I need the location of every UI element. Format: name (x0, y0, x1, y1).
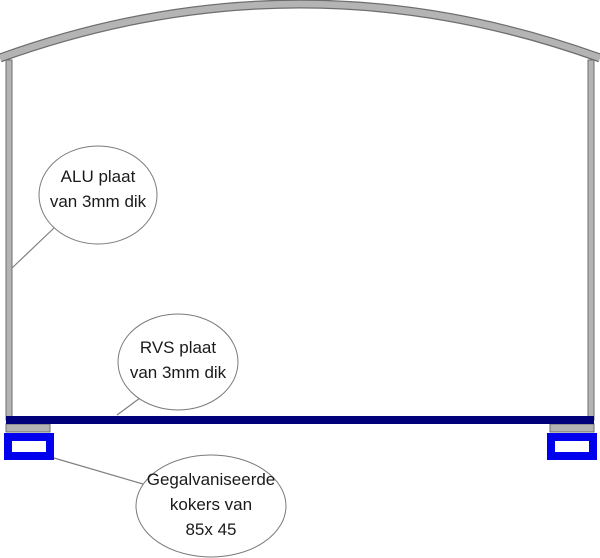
rvs-callout-bubble (117, 313, 239, 411)
koker-right-inner (555, 441, 589, 452)
alu-callout: ALU plaat van 3mm dik (38, 145, 158, 245)
alu-callout-line1: ALU plaat (61, 167, 136, 186)
support-left (5, 423, 51, 433)
alu-leader-line (11, 227, 55, 269)
kokers-callout-line2: kokers van (170, 495, 252, 514)
alu-wall-left (5, 59, 13, 421)
kokers-leader-line (53, 457, 144, 485)
alu-callout-bubble (38, 145, 158, 245)
alu-callout-line2: van 3mm dik (50, 192, 147, 211)
rvs-leader-line (116, 397, 141, 416)
kokers-callout-line1: Gegalvaniseerde (147, 470, 276, 489)
kokers-callout: Gegalvaniseerde kokers van 85x 45 (135, 454, 287, 558)
rvs-callout-line2: van 3mm dik (130, 363, 227, 382)
alu-wall-right (587, 59, 595, 421)
support-right (549, 423, 595, 433)
kokers-callout-bubble (135, 454, 287, 558)
rvs-callout: RVS plaat van 3mm dik (117, 313, 239, 411)
rvs-callout-line1: RVS plaat (140, 338, 217, 357)
rvs-floor-plate (6, 416, 594, 424)
alu-roof-fill (0, 0, 600, 62)
koker-left-inner (12, 441, 46, 452)
kokers-callout-line3: 85x 45 (185, 520, 236, 539)
